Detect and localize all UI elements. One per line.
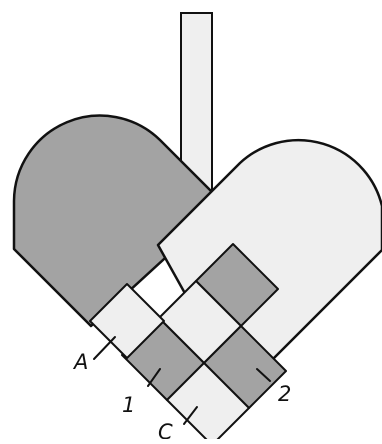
leader-a [94,337,115,359]
label-a: A [72,350,88,374]
label-c: C [158,420,173,439]
label-1: 1 [122,393,135,417]
label-2: 2 [278,382,291,406]
